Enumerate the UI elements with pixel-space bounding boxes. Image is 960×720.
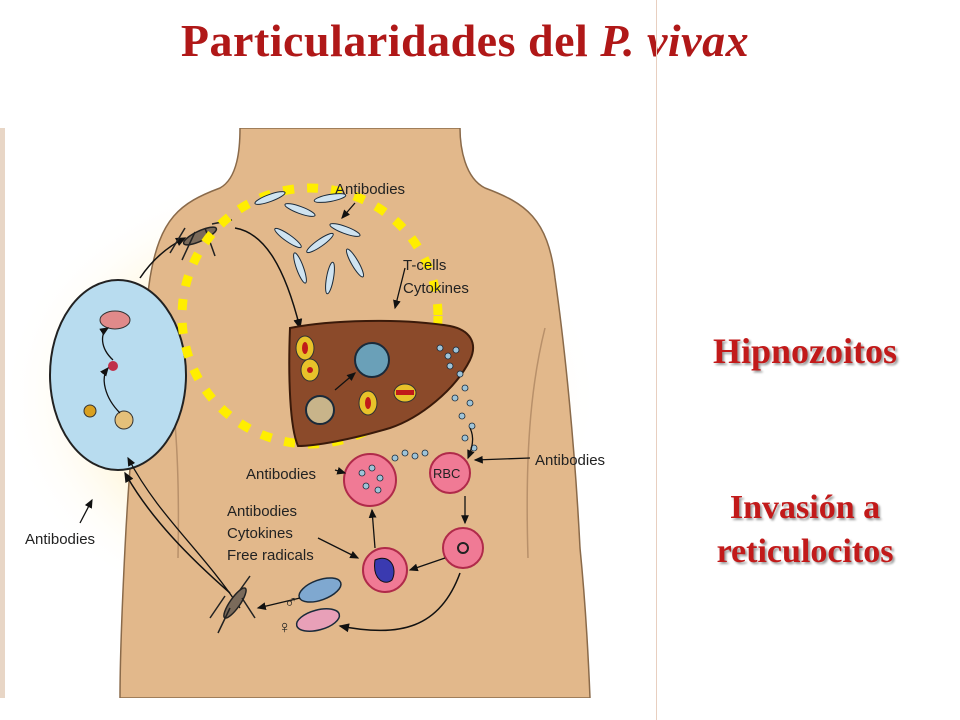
zygote (108, 361, 118, 371)
arrow-antibodies-far-left (79, 498, 93, 524)
label-rbc: RBC (433, 466, 460, 481)
title-prefix: Particularidades del (180, 15, 589, 66)
arrow-sporozoites-to-liver (234, 227, 303, 330)
male-symbol: ♂ (284, 592, 298, 612)
arrow-to-rbc (467, 427, 475, 460)
title-species-abbr: P. (600, 15, 635, 66)
arrow-tcells (393, 267, 406, 310)
label-cytokines-lower: Cytokines (227, 525, 293, 542)
arrow-to-gametocytes (338, 572, 461, 633)
rbc-cell (429, 452, 471, 494)
merozoites-release (436, 344, 478, 452)
arrow-ring-to-troph (408, 557, 446, 572)
oocyst (114, 410, 134, 430)
arrow-within-liver (334, 372, 356, 391)
label-invasion-line2: reticulocitos (716, 533, 894, 570)
liver-stage-parasite (305, 395, 335, 425)
label-free-radicals: Free radicals (227, 547, 314, 564)
cycle-arrow-2 (99, 327, 114, 361)
ring-stage-parasite (457, 542, 469, 554)
label-antibodies-far-left: Antibodies (25, 531, 95, 548)
label-cytokines-top: Cytokines (403, 280, 469, 297)
mosquito-bottom (209, 575, 256, 634)
liver (288, 319, 475, 448)
arrow-return-left (127, 456, 241, 609)
sporozoites (254, 191, 365, 295)
label-antibodies-rbc: Antibodies (535, 452, 605, 469)
right-arm-crease (526, 327, 546, 559)
female-gametocyte (295, 608, 341, 632)
trophozoite-parasite (374, 557, 395, 583)
arrow-gametocytes-to-mosquito (256, 597, 301, 610)
arrow-antibodies-top (341, 202, 356, 219)
arrow-antibodies-to-schizont (334, 467, 347, 475)
arrow-antibodies-rbc (473, 455, 531, 464)
arrow-cytokines-to-troph (317, 537, 360, 559)
arrow-mosquito-bottom-to-cycle (124, 471, 231, 594)
liver-schizont (354, 342, 390, 378)
hypnozoites (295, 335, 417, 416)
ring-stage-cell (442, 527, 484, 569)
ookinete (83, 404, 97, 418)
cycle-arrow-1 (100, 366, 121, 414)
title-species: vivax (646, 15, 750, 66)
vertical-divider (656, 0, 657, 720)
sporozoites-bundle (99, 310, 131, 330)
label-tcells: T-cells (403, 257, 446, 274)
label-invasion-line1: Invasión a (729, 489, 881, 526)
schizont-rupturing-cell (343, 453, 397, 507)
label-antibodies-lower: Antibodies (227, 503, 297, 520)
released-merozoites (358, 449, 429, 494)
female-symbol: ♀ (278, 617, 292, 637)
malaria-lifecycle-diagram: Antibodies T-cells Cytokines Antibodies … (0, 127, 648, 699)
label-antibodies-top: Antibodies (335, 181, 405, 198)
arrow-troph-to-schizont (368, 508, 377, 549)
arrow-to-mosquito-top (139, 237, 187, 279)
mosquito-cycle-oval (49, 279, 187, 471)
label-hipnozoitos: Hipnozoitos (712, 331, 898, 371)
label-invasion-reticulocitos: Invasión a reticulocitos (660, 486, 950, 574)
label-antibodies-liver: Antibodies (246, 466, 316, 483)
